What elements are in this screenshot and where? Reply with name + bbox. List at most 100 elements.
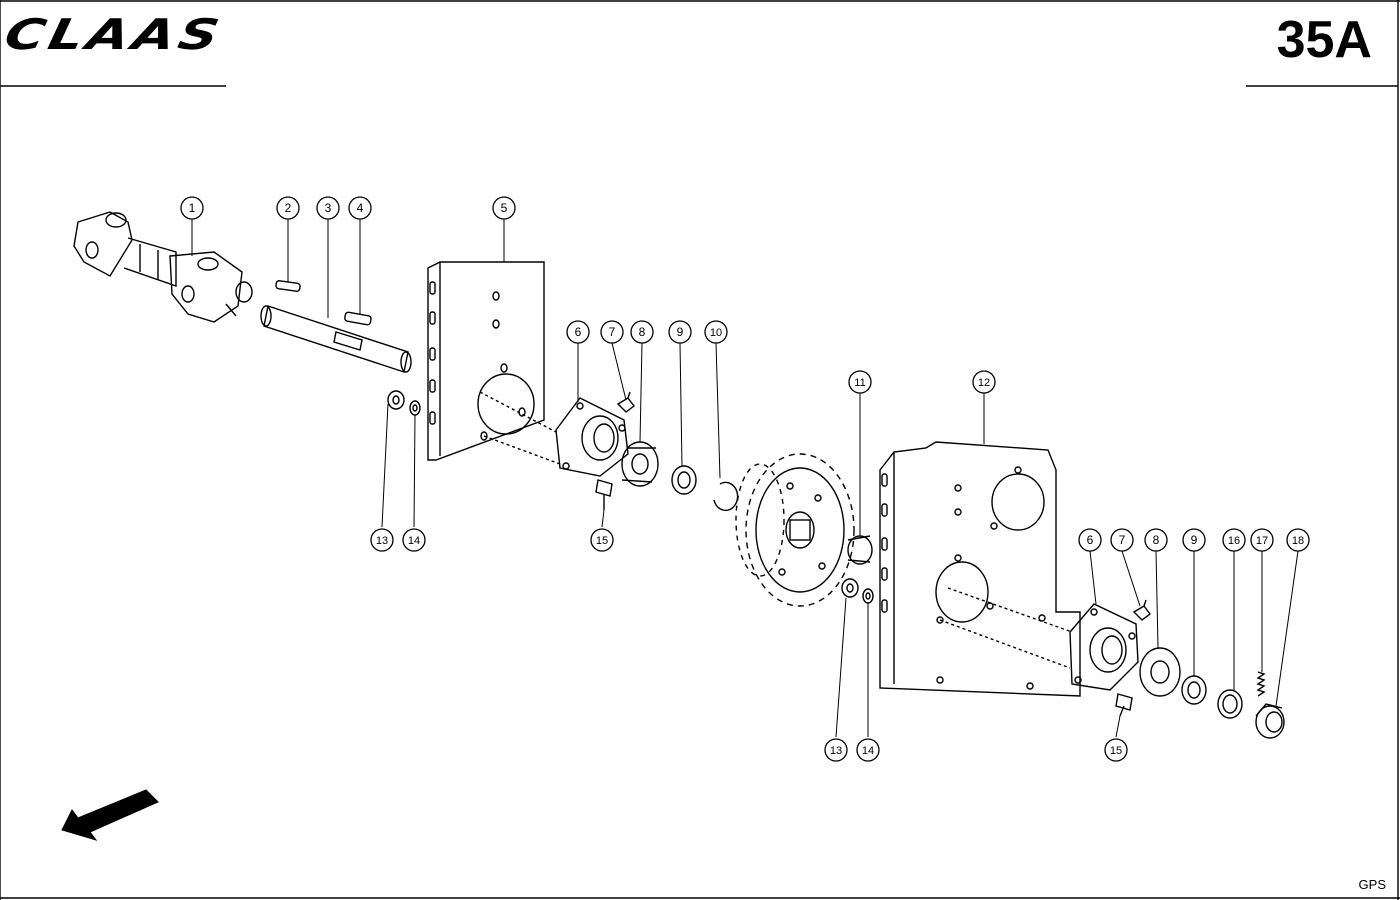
callout-c18: 18	[1286, 528, 1310, 552]
callout-c13b: 13	[824, 738, 848, 762]
callout-circle	[492, 196, 516, 220]
callout-number: 7	[1119, 533, 1126, 547]
callout-c15a: 15	[590, 528, 614, 552]
callout-c4: 4	[348, 196, 372, 220]
callout-circle	[276, 196, 300, 220]
callout-number: 4	[357, 201, 364, 215]
callout-circle	[1144, 528, 1168, 552]
callout-c16: 16	[1222, 528, 1246, 552]
callout-number: 7	[609, 325, 616, 339]
callout-circle	[590, 528, 614, 552]
page-code: 35A	[1276, 11, 1372, 69]
callout-circle	[1286, 528, 1310, 552]
callout-c7b: 7	[1110, 528, 1134, 552]
key-4	[344, 311, 372, 326]
flange-housing-6	[555, 397, 629, 477]
spacer-bush-11	[847, 535, 873, 565]
callout-c10: 10	[704, 320, 728, 344]
spring-pin-17	[1256, 671, 1266, 697]
callout-circle	[848, 370, 872, 394]
callout-number: 6	[1087, 533, 1094, 547]
bolt-15b	[1115, 693, 1133, 717]
direction-arrow-icon	[61, 789, 159, 841]
nut-13b	[841, 578, 859, 598]
callout-circle	[402, 528, 426, 552]
callout-number: 2	[285, 201, 292, 215]
callout-number: 18	[1292, 535, 1304, 547]
callout-number: 9	[677, 325, 684, 339]
callout-number: 14	[408, 535, 420, 547]
callout-c12: 12	[972, 370, 996, 394]
callout-circle	[180, 196, 204, 220]
washer-14b	[862, 588, 874, 604]
callout-c8b: 8	[1144, 528, 1168, 552]
callout-number: 8	[639, 325, 646, 339]
grease-nipple-7	[616, 391, 635, 413]
callout-circle	[1222, 528, 1246, 552]
callout-number: 3	[325, 201, 332, 215]
end-sleeve-18	[1255, 703, 1285, 739]
callout-c14b: 14	[856, 738, 880, 762]
callout-c17: 17	[1250, 528, 1274, 552]
side-plate-12	[879, 441, 1081, 697]
callout-circle	[566, 320, 590, 344]
callout-number: 9	[1191, 533, 1198, 547]
callout-number: 15	[1110, 745, 1122, 757]
cardan-joint-shaft	[73, 211, 253, 323]
callout-number: 10	[710, 327, 722, 339]
callout-number: 8	[1153, 533, 1160, 547]
callout-number: 15	[596, 535, 608, 547]
seal-ring-16	[1217, 689, 1243, 719]
callout-number: 1	[189, 201, 196, 215]
callout-circle	[348, 196, 372, 220]
circlip-10	[713, 481, 739, 512]
callout-c1: 1	[180, 196, 204, 220]
bracket-plate-5	[427, 261, 561, 465]
leader-lines	[191, 219, 1299, 738]
callout-circle	[972, 370, 996, 394]
bolt-15a	[595, 479, 613, 510]
callout-number: 14	[862, 745, 874, 757]
callout-circle	[1110, 528, 1134, 552]
sprocket	[735, 453, 855, 607]
key-2	[275, 280, 301, 292]
callout-number: 13	[376, 535, 388, 547]
callout-c5: 5	[492, 196, 516, 220]
callout-c2: 2	[276, 196, 300, 220]
callout-c15b: 15	[1104, 738, 1128, 762]
callout-circle	[1182, 528, 1206, 552]
drive-shaft	[260, 305, 412, 373]
callout-c6b: 6	[1078, 528, 1102, 552]
nut-13a	[387, 390, 405, 410]
collar-9b	[1181, 675, 1207, 705]
callout-circle	[704, 320, 728, 344]
washer-14a	[409, 400, 421, 416]
callout-c8a: 8	[630, 320, 654, 344]
callout-number: 5	[501, 201, 508, 215]
footer-code: GPS	[1358, 877, 1386, 892]
callout-c13a: 13	[370, 528, 394, 552]
callout-number: 12	[978, 377, 990, 389]
callout-number: 13	[830, 745, 842, 757]
callout-circle	[668, 320, 692, 344]
collar-9	[671, 465, 697, 495]
callout-circle	[824, 738, 848, 762]
callout-c7a: 7	[600, 320, 624, 344]
ball-bearing-8	[621, 441, 659, 487]
callout-number: 16	[1228, 535, 1240, 547]
callout-c9b: 9	[1182, 528, 1206, 552]
callout-number: 11	[854, 377, 865, 389]
callout-circle	[1104, 738, 1128, 762]
callout-number: 17	[1256, 535, 1268, 547]
callout-circle	[1078, 528, 1102, 552]
callout-circle	[630, 320, 654, 344]
callout-c14a: 14	[402, 528, 426, 552]
callout-c3: 3	[316, 196, 340, 220]
callout-circle	[856, 738, 880, 762]
callout-circle	[370, 528, 394, 552]
flange-housing-6b	[1069, 603, 1139, 691]
